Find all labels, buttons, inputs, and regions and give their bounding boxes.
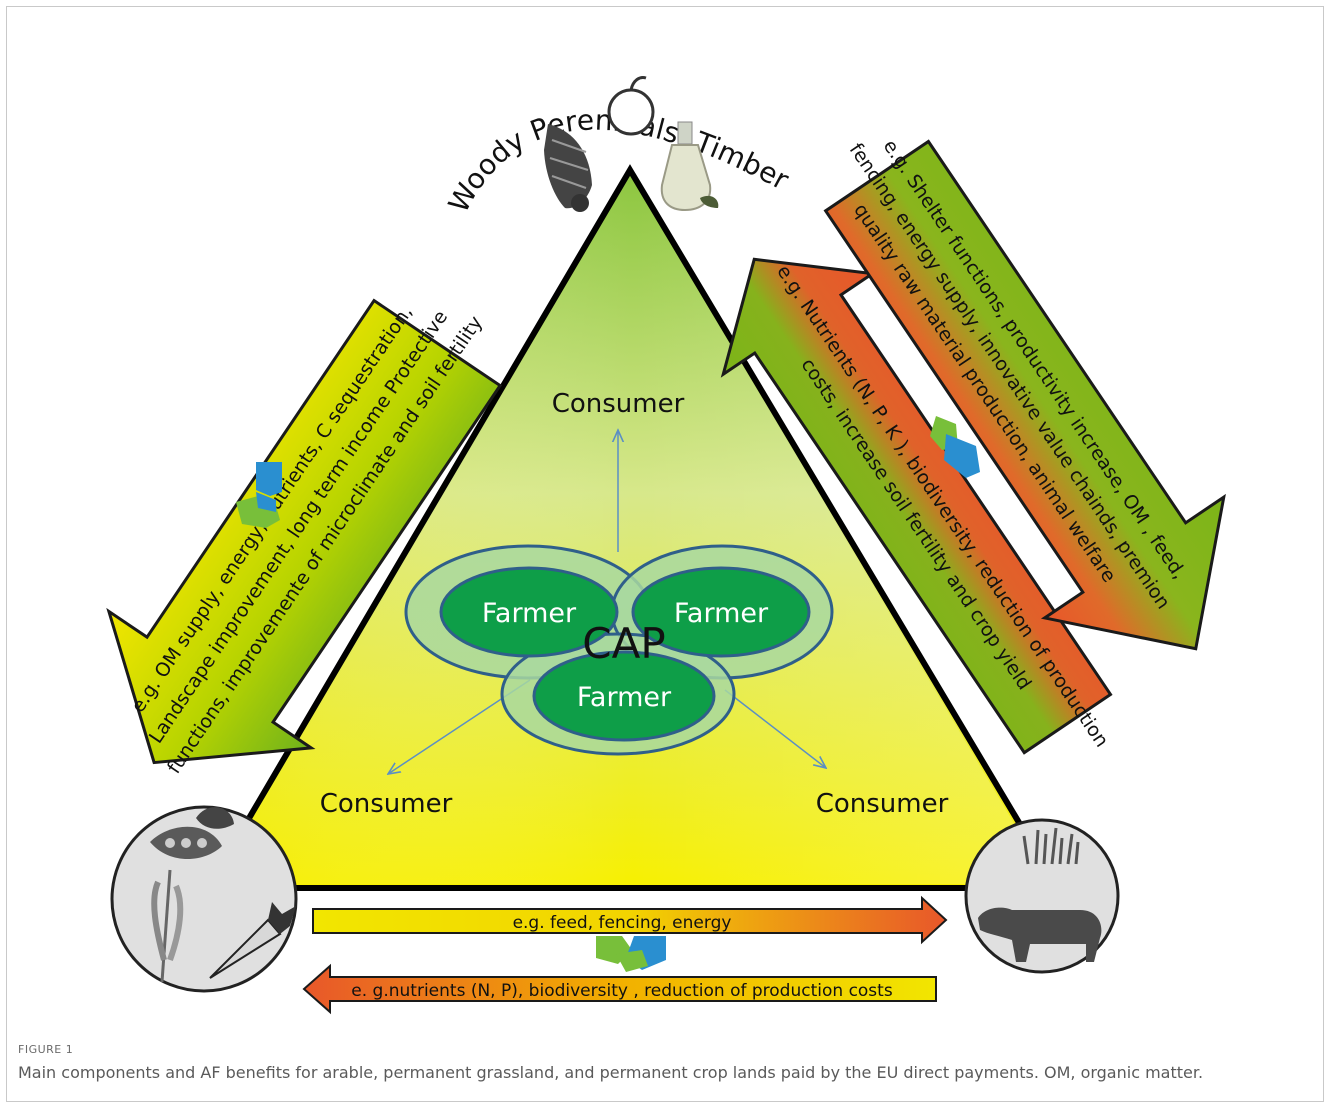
farmer-node-bottom [532,650,716,742]
farmer-label-right: Farmer [674,598,769,629]
farmer-group: Farmer Farmer Farmer CAP [404,544,834,756]
pine-cone-icon [544,124,592,212]
handshake-icon [596,936,666,972]
pea-pod-icon [150,807,234,859]
bottom-lower-benefit-arrow: e. g.nutrients (N, P), biodiversity , re… [302,963,937,1015]
grassland-circle [964,818,1120,974]
cap-label: CAP [582,619,665,668]
farmer-node-left [439,566,619,658]
arrow-to-right-consumer [724,689,826,768]
handshake-icon [930,416,980,478]
figure-label: FIGURE 1 [18,1043,74,1056]
bottom-upper-benefit-arrow: e.g. feed, fencing, energy [312,895,948,945]
farmer-label-left: Farmer [482,598,577,629]
arable-crops-circle [110,805,298,993]
farmer-node-right [631,566,811,658]
consumer-label-top: Consumer [552,389,685,419]
farmer-label-bottom: Farmer [577,682,672,713]
bottom-upper-text: e.g. feed, fencing, energy [513,913,732,933]
figure-caption: Main components and AF benefits for arab… [18,1063,1204,1082]
handshake-icon [236,462,282,528]
cow-icon [978,907,1102,962]
apple-icon [607,76,655,136]
oil-bottle-icon [660,121,719,212]
consumer-label-left: Consumer [320,789,453,819]
figure-frame [6,6,1324,1102]
wheat-icon [151,869,184,983]
grass-icon [1022,827,1080,865]
carrot-icon [209,902,296,979]
consumer-label-right: Consumer [816,789,949,819]
bottom-lower-text: e. g.nutrients (N, P), biodiversity , re… [351,981,893,1001]
